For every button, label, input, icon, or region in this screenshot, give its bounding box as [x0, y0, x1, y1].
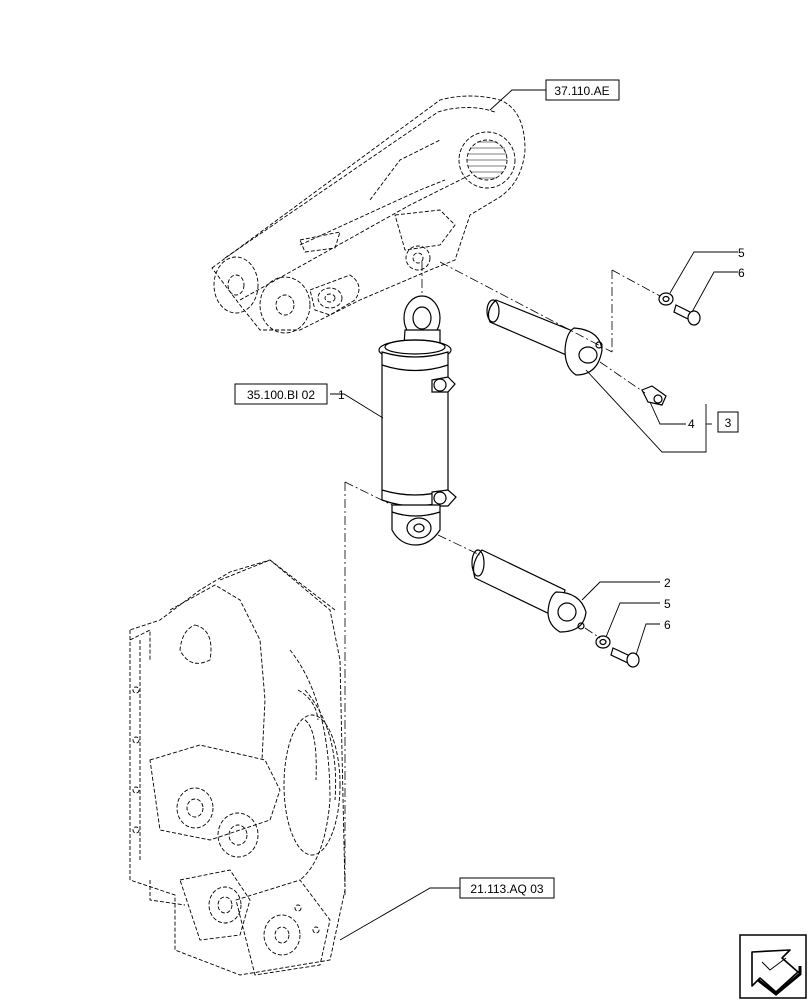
ref-label-cylinder: 35.100.BI 02	[247, 388, 315, 402]
callout-1: 1	[338, 388, 345, 402]
callout-3: 3	[725, 416, 732, 430]
callout-2: 2	[664, 576, 671, 590]
ref-box-lower: 21.113.AQ 03	[459, 877, 555, 899]
upper-bolt	[673, 304, 701, 326]
lower-mounting-frame	[129, 559, 346, 976]
callout-3-box: 3	[717, 411, 739, 433]
upper-arm-bore-hatching	[467, 141, 507, 179]
ref-label-upper: 37.110.AE	[554, 84, 609, 98]
alignment-lines	[344, 261, 661, 895]
lower-washer	[595, 635, 611, 649]
upper-pin	[486, 299, 603, 376]
upper-lift-arm	[211, 95, 526, 334]
lower-pin	[471, 549, 587, 633]
next-page-arrow-icon[interactable]	[739, 934, 807, 999]
upper-washer	[658, 292, 674, 306]
ref-box-upper: 37.110.AE	[545, 79, 620, 101]
callout-6-lower: 6	[664, 618, 671, 632]
callout-6-upper: 6	[738, 266, 745, 280]
hydraulic-cylinder	[378, 295, 457, 546]
ref-label-lower: 21.113.AQ 03	[470, 882, 543, 896]
callout-4: 4	[688, 417, 695, 431]
callout-5-upper: 5	[738, 246, 745, 260]
lower-bolt	[610, 647, 640, 668]
ref-box-cylinder: 35.100.BI 02	[234, 383, 328, 405]
callout-5-lower: 5	[664, 597, 671, 611]
grease-nipple	[641, 385, 667, 406]
leader-lines	[330, 89, 738, 941]
